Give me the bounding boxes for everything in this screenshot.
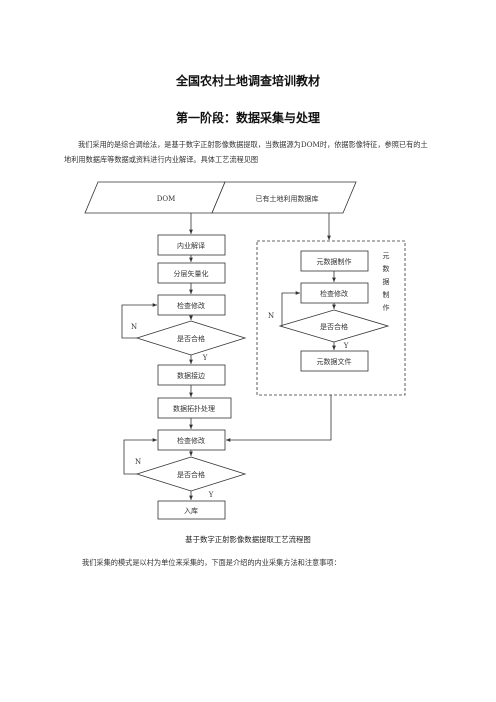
vectorize-label: 分层矢量化	[174, 269, 209, 278]
yes-label-1: Y	[202, 354, 208, 362]
meta-group-char-2: 数	[383, 264, 390, 273]
topology-label: 数据拓扑处理	[173, 404, 215, 413]
meta-check-box	[300, 282, 369, 304]
yes-label-meta: Y	[343, 342, 349, 350]
closing-paragraph: 我们采集的模式是以村为单位来采集的，下面是介绍的内业采集方法和注意事项：	[82, 558, 341, 567]
input-dom-label: DOM	[157, 195, 176, 203]
input-database-label: 已有土地利用数据库	[256, 194, 319, 203]
storage-label: 入库	[184, 506, 198, 515]
storage-box	[157, 500, 226, 520]
decision3-label: 是否合格	[177, 470, 205, 479]
figure-caption: 基于数字正射影像数据提取工艺流程图	[185, 535, 311, 544]
interpretation-box	[157, 234, 226, 256]
check1-label: 检查修改	[177, 301, 205, 310]
meta-group-char-5: 作	[383, 303, 390, 312]
input-database-shape	[211, 181, 357, 214]
meta-file-box	[300, 350, 369, 372]
check3-label: 检查修改	[177, 436, 205, 445]
edge-box	[157, 364, 226, 386]
meta-decision-label: 是否合格	[320, 322, 348, 331]
no-label-meta: N	[268, 312, 274, 320]
meta-check-label: 检查修改	[320, 289, 348, 298]
intro-paragraph: 我们采用的是综合调绘法，是基于数字正射影像数据提取，当数据源为DOM时，依据影像…	[64, 140, 428, 164]
interpretation-label: 内业解译	[177, 241, 205, 250]
topology-box	[157, 397, 232, 419]
document-title: 全国农村土地调查培训教材	[175, 74, 320, 88]
no-label-1: N	[131, 323, 137, 331]
arrow-meta-to-check3	[226, 395, 332, 442]
meta-group-char-4: 制	[383, 290, 390, 299]
section-title: 第一阶段：数据采集与处理	[175, 111, 320, 125]
loop-no-1	[121, 303, 157, 339]
loop-no-meta	[280, 291, 300, 327]
meta-make-label: 元数据制作	[317, 257, 352, 266]
meta-file-label: 元数据文件	[317, 357, 352, 366]
vectorize-box	[157, 262, 226, 284]
yes-label-3: Y	[208, 491, 214, 499]
loop-no-3	[123, 438, 157, 475]
decision1-label: 是否合格	[177, 334, 205, 343]
no-label-3: N	[135, 458, 141, 466]
edge-label: 数据接边	[177, 371, 205, 380]
meta-make-box	[300, 250, 369, 272]
check-box-3	[157, 429, 226, 451]
meta-group-char-3: 据	[383, 277, 390, 286]
check-box-1	[157, 294, 226, 316]
meta-group-char-1: 元	[383, 252, 390, 260]
input-dom-shape	[84, 181, 226, 214]
